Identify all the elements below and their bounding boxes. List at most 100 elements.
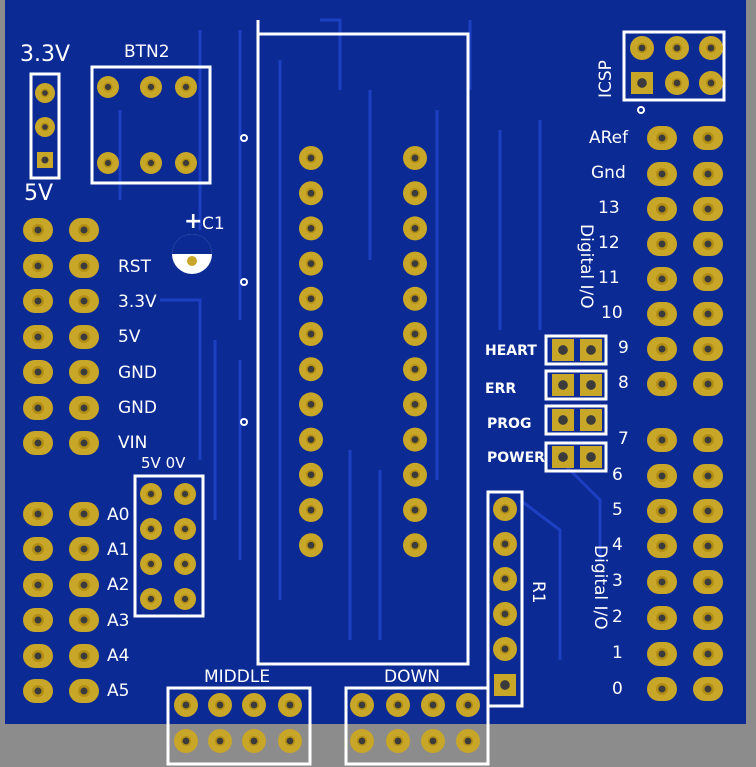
pad-ic-left bbox=[299, 216, 323, 241]
pad-5v0v-right bbox=[174, 588, 196, 610]
pad-power-right bbox=[69, 431, 99, 455]
label-d11: 11 bbox=[598, 268, 620, 288]
c1-top bbox=[172, 234, 212, 254]
via-hole bbox=[639, 108, 643, 112]
pad-middle-bottom bbox=[208, 729, 232, 753]
pad-analog-right bbox=[69, 573, 99, 597]
label-a2: A2 bbox=[107, 575, 130, 595]
led-heart-outline bbox=[544, 334, 608, 366]
label-3v3-power: 3.3V bbox=[118, 292, 157, 312]
label-down: DOWN bbox=[384, 667, 440, 687]
pad-ic-left bbox=[299, 533, 323, 558]
pad-ic-right bbox=[403, 462, 427, 487]
label-d9: 9 bbox=[618, 338, 629, 358]
pad-digital-right bbox=[693, 464, 723, 488]
pad-analog-right bbox=[69, 608, 99, 632]
pad-power-right bbox=[69, 360, 99, 384]
label-btn2: BTN2 bbox=[124, 42, 170, 62]
pad-digital-left bbox=[647, 499, 677, 523]
pad-power-right bbox=[69, 254, 99, 278]
label-d3: 3 bbox=[612, 571, 623, 591]
icsp-outline bbox=[622, 30, 726, 102]
pad-btn2-top bbox=[140, 76, 162, 98]
label-d8: 8 bbox=[618, 373, 629, 393]
pad-digital-right bbox=[693, 232, 723, 256]
led-prog-outline bbox=[544, 404, 608, 436]
label-d10: 10 bbox=[601, 303, 623, 323]
via-hole bbox=[242, 136, 246, 140]
label-d13: 13 bbox=[598, 198, 620, 218]
via-hole bbox=[242, 280, 246, 284]
pad-ic-right bbox=[403, 216, 427, 241]
pad-5v0v-left bbox=[140, 588, 162, 610]
pad-digital-left bbox=[647, 677, 677, 701]
label-d5: 5 bbox=[612, 500, 623, 520]
label-gnd-digital: Gnd bbox=[591, 163, 626, 183]
pad-ic-left bbox=[299, 286, 323, 311]
pad-digital-right bbox=[693, 267, 723, 291]
pad-analog-left bbox=[23, 502, 53, 526]
label-gnd-1: GND bbox=[118, 363, 157, 383]
led-err-outline bbox=[544, 369, 608, 401]
pad-analog-right bbox=[69, 679, 99, 703]
pad-digital-left bbox=[647, 534, 677, 558]
pad-digital-right bbox=[693, 534, 723, 558]
pad-power-left bbox=[23, 396, 53, 420]
pad-led-power-2 bbox=[580, 446, 602, 468]
pad-digital-right bbox=[693, 570, 723, 594]
pad-digital-left bbox=[647, 642, 677, 666]
ic-socket-outline bbox=[256, 32, 470, 666]
pad-power-right bbox=[69, 289, 99, 313]
pad-digital-right bbox=[693, 197, 723, 221]
pad-digital-right bbox=[693, 677, 723, 701]
label-d12: 12 bbox=[598, 233, 620, 253]
via-hole bbox=[242, 420, 246, 424]
btn2-outline bbox=[90, 65, 212, 185]
pad-digital-right bbox=[693, 372, 723, 396]
pad-down-bottom bbox=[350, 729, 374, 753]
pad-ic-right bbox=[403, 533, 427, 558]
label-c1: C1 bbox=[202, 214, 225, 234]
pcb-trace bbox=[160, 298, 202, 460]
pad-3v3-1 bbox=[35, 83, 55, 103]
pad-analog-left bbox=[23, 608, 53, 632]
label-digital-io-bottom: Digital I/O bbox=[590, 545, 610, 630]
pad-digital-left bbox=[647, 267, 677, 291]
pad-power-left bbox=[23, 325, 53, 349]
pad-ic-left bbox=[299, 357, 323, 382]
pad-ic-right bbox=[403, 181, 427, 206]
pad-led-prog-2 bbox=[580, 409, 602, 431]
pad-5v0v-right bbox=[174, 518, 196, 540]
pad-middle-top bbox=[242, 693, 266, 717]
silkscreen-layer bbox=[29, 20, 726, 766]
pad-digital-left bbox=[647, 126, 677, 150]
pad-5v0v-right bbox=[174, 553, 196, 575]
led-power-outline bbox=[544, 441, 608, 473]
pad-digital-left bbox=[647, 606, 677, 630]
pad-r1 bbox=[493, 497, 517, 521]
pad-middle-top bbox=[278, 693, 302, 717]
pad-btn2-top bbox=[97, 76, 119, 98]
pad-5v0v-left bbox=[140, 518, 162, 540]
pad-ic-left bbox=[299, 462, 323, 487]
label-a4: A4 bbox=[107, 646, 130, 666]
pad-digital-right bbox=[693, 162, 723, 186]
label-r1: R1 bbox=[528, 581, 548, 604]
label-led-prog: PROG bbox=[487, 416, 532, 432]
label-a1: A1 bbox=[107, 540, 130, 560]
pad-ic-right bbox=[403, 392, 427, 417]
board-substrate bbox=[5, 0, 746, 724]
pad-down-top bbox=[386, 693, 410, 717]
label-vin: VIN bbox=[118, 433, 148, 453]
pad-middle-top bbox=[174, 693, 198, 717]
pad-middle-top bbox=[208, 693, 232, 717]
pad-middle-bottom bbox=[242, 729, 266, 753]
pad-ic-left bbox=[299, 427, 323, 452]
pad-r1 bbox=[493, 532, 517, 556]
pad-3v3-2 bbox=[35, 117, 55, 137]
pad-btn2-bottom bbox=[140, 152, 162, 174]
pad-btn2-bottom bbox=[175, 152, 197, 174]
pad-5v0v-left bbox=[140, 553, 162, 575]
label-d6: 6 bbox=[612, 465, 623, 485]
